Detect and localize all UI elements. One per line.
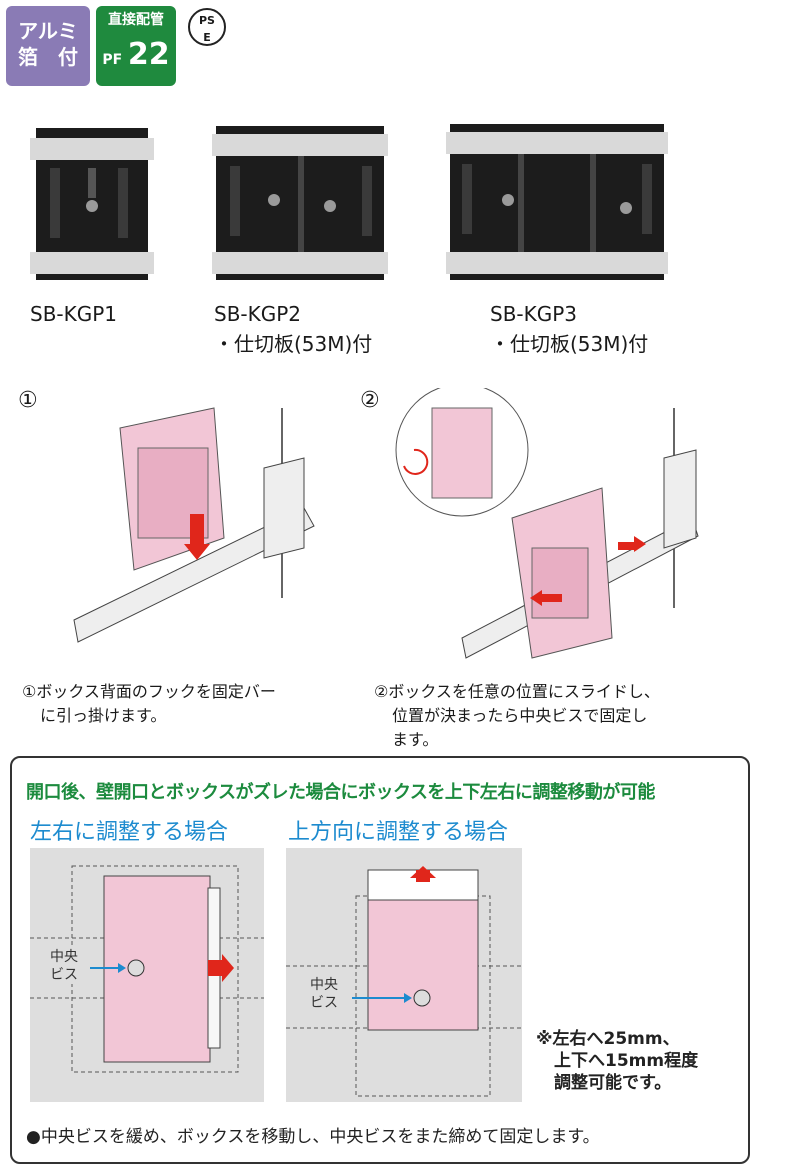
alu-badge-line1: アルミ: [18, 19, 78, 43]
model-label-1: SB-KGP1: [30, 302, 118, 326]
sb-kgp1-photo: [30, 128, 154, 280]
left-screw-label-line1: 中央: [50, 949, 78, 965]
pse-mark-icon: PS E: [188, 8, 226, 46]
aluminum-foil-badge: アルミ 箔 付: [6, 6, 90, 86]
right-screw-label-line2: ビス: [310, 995, 338, 1011]
step2-text-line2: 位置が決まったら中央ビスで固定し: [392, 706, 648, 725]
model-label-3: SB-KGP3: [490, 302, 578, 326]
left-screw-label: 中央 ビス: [50, 948, 78, 984]
adjustment-frame: [10, 756, 750, 1164]
step1-text-line2: に引っ掛けます。: [40, 706, 167, 725]
sb-kgp2-photo: [212, 126, 388, 280]
model-note-3: ・仕切板(53M)付: [490, 332, 649, 356]
left-right-caption: 左右に調整する場合: [30, 820, 229, 845]
upward-diagram: [286, 866, 522, 1097]
alu-badge-line2: 箔 付: [18, 45, 78, 69]
step2-text-line3: ます。: [392, 730, 439, 749]
adjustment-headline: 開口後、壁開口とボックスがズレた場合にボックスを上下左右に調整移動が可能: [26, 782, 655, 803]
step2-text: ②ボックスを任意の位置にスライドし、 位置が決まったら中央ビスで固定し ます。: [374, 680, 660, 752]
pse-bottom: E: [203, 31, 211, 44]
upward-panel: [286, 848, 522, 1102]
pse-top: PS: [199, 14, 215, 27]
step2-illustration: [395, 388, 699, 659]
right-screw-label-line1: 中央: [310, 977, 338, 993]
step1-text: ①ボックス背面のフックを固定バー に引っ掛けます。: [22, 680, 276, 728]
note-line3: 調整可能です。: [554, 1073, 672, 1093]
step2-text-line1: ②ボックスを任意の位置にスライドし、: [374, 682, 660, 701]
pf-badge-number: 22: [127, 37, 170, 72]
model-label-2: SB-KGP2: [214, 302, 302, 326]
note-line1: ※左右へ25mm、: [536, 1029, 680, 1049]
upward-caption: 上方向に調整する場合: [288, 820, 509, 845]
sb-kgp3-photo: [446, 124, 668, 280]
step2-number: ②: [360, 388, 380, 413]
step1-text-line1: ①ボックス背面のフックを固定バー: [22, 682, 276, 701]
pf-badge-title: 直接配管: [108, 12, 164, 28]
step1-number: ①: [18, 388, 38, 413]
pf-badge-prefix: PF: [102, 52, 123, 68]
adjustment-note: ※左右へ25mm、 上下へ15mm程度 調整可能です。: [536, 1028, 698, 1094]
model-note-2: ・仕切板(53M)付: [214, 332, 373, 356]
direct-piping-badge: 直接配管 PF 22: [96, 6, 176, 86]
left-screw-label-line2: ビス: [50, 967, 78, 983]
note-line2: 上下へ15mm程度: [554, 1051, 699, 1071]
bottom-instruction: ●中央ビスを緩め、ボックスを移動し、中央ビスをまた締めて固定します。: [26, 1127, 600, 1147]
step1-illustration: [73, 407, 315, 643]
right-screw-label: 中央 ビス: [310, 976, 338, 1012]
left-right-diagram: [30, 865, 264, 1073]
